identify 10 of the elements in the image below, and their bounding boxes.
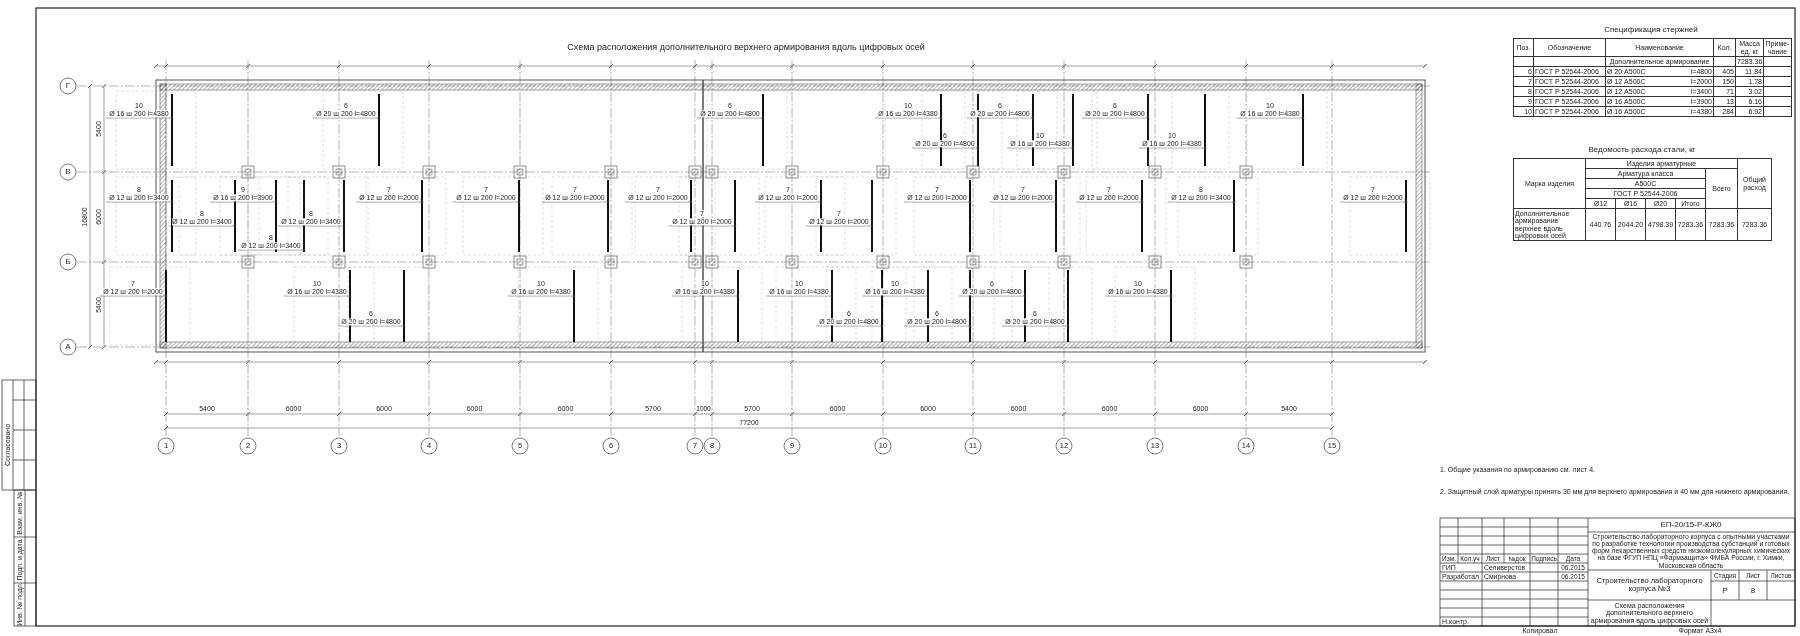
drawing-title: Схема расположения дополнительного верхнего армирования вдоль цифровых осей — [567, 43, 925, 53]
document-code: ЕП-20/15-Р-КЖ0 — [1660, 520, 1722, 530]
axis-label: Г — [65, 81, 71, 91]
axis-label: А — [65, 342, 71, 352]
table-title: Спецификация стержней — [1604, 25, 1698, 35]
axis-label: В — [65, 167, 71, 177]
stage-value: Р — [1722, 586, 1728, 595]
table-title: Ведомость расхода стали, кг — [1588, 145, 1696, 155]
sheet-number: 8 — [1750, 586, 1756, 595]
axis-label: Б — [65, 257, 71, 267]
